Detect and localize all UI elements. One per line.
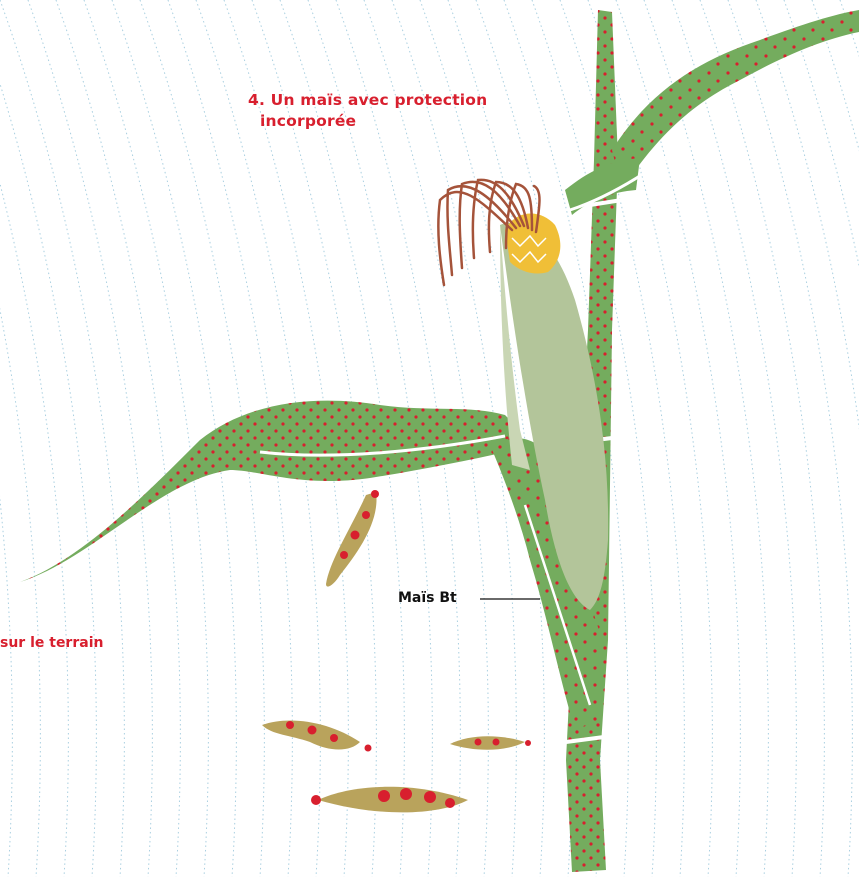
large-left-leaf	[20, 401, 518, 582]
guide-line	[0, 0, 124, 877]
guide-line	[700, 0, 824, 877]
plant-label: Maïs Bt	[398, 590, 457, 606]
guide-line	[56, 0, 180, 877]
guide-line	[672, 0, 796, 877]
left-caption: sur le terrain	[0, 635, 103, 651]
guide-line	[0, 0, 96, 877]
larva-hanging	[326, 490, 379, 587]
guide-line	[756, 0, 859, 877]
guide-line	[0, 0, 40, 877]
guide-line	[0, 0, 68, 877]
guide-line	[84, 0, 208, 877]
larva-left	[262, 720, 372, 751]
guide-line	[0, 0, 12, 877]
guide-line	[28, 0, 152, 877]
guide-line	[784, 0, 859, 877]
title-line-1: 4. Un maïs avec protection	[248, 90, 487, 111]
guide-line	[840, 0, 859, 877]
guide-line	[812, 0, 859, 877]
title-line-2: incorporée	[248, 111, 487, 132]
guide-line	[728, 0, 852, 877]
diagram-title: 4. Un maïs avec protection incorporée	[248, 90, 487, 132]
larva-bottom	[311, 787, 468, 813]
larva-middle	[450, 736, 531, 750]
